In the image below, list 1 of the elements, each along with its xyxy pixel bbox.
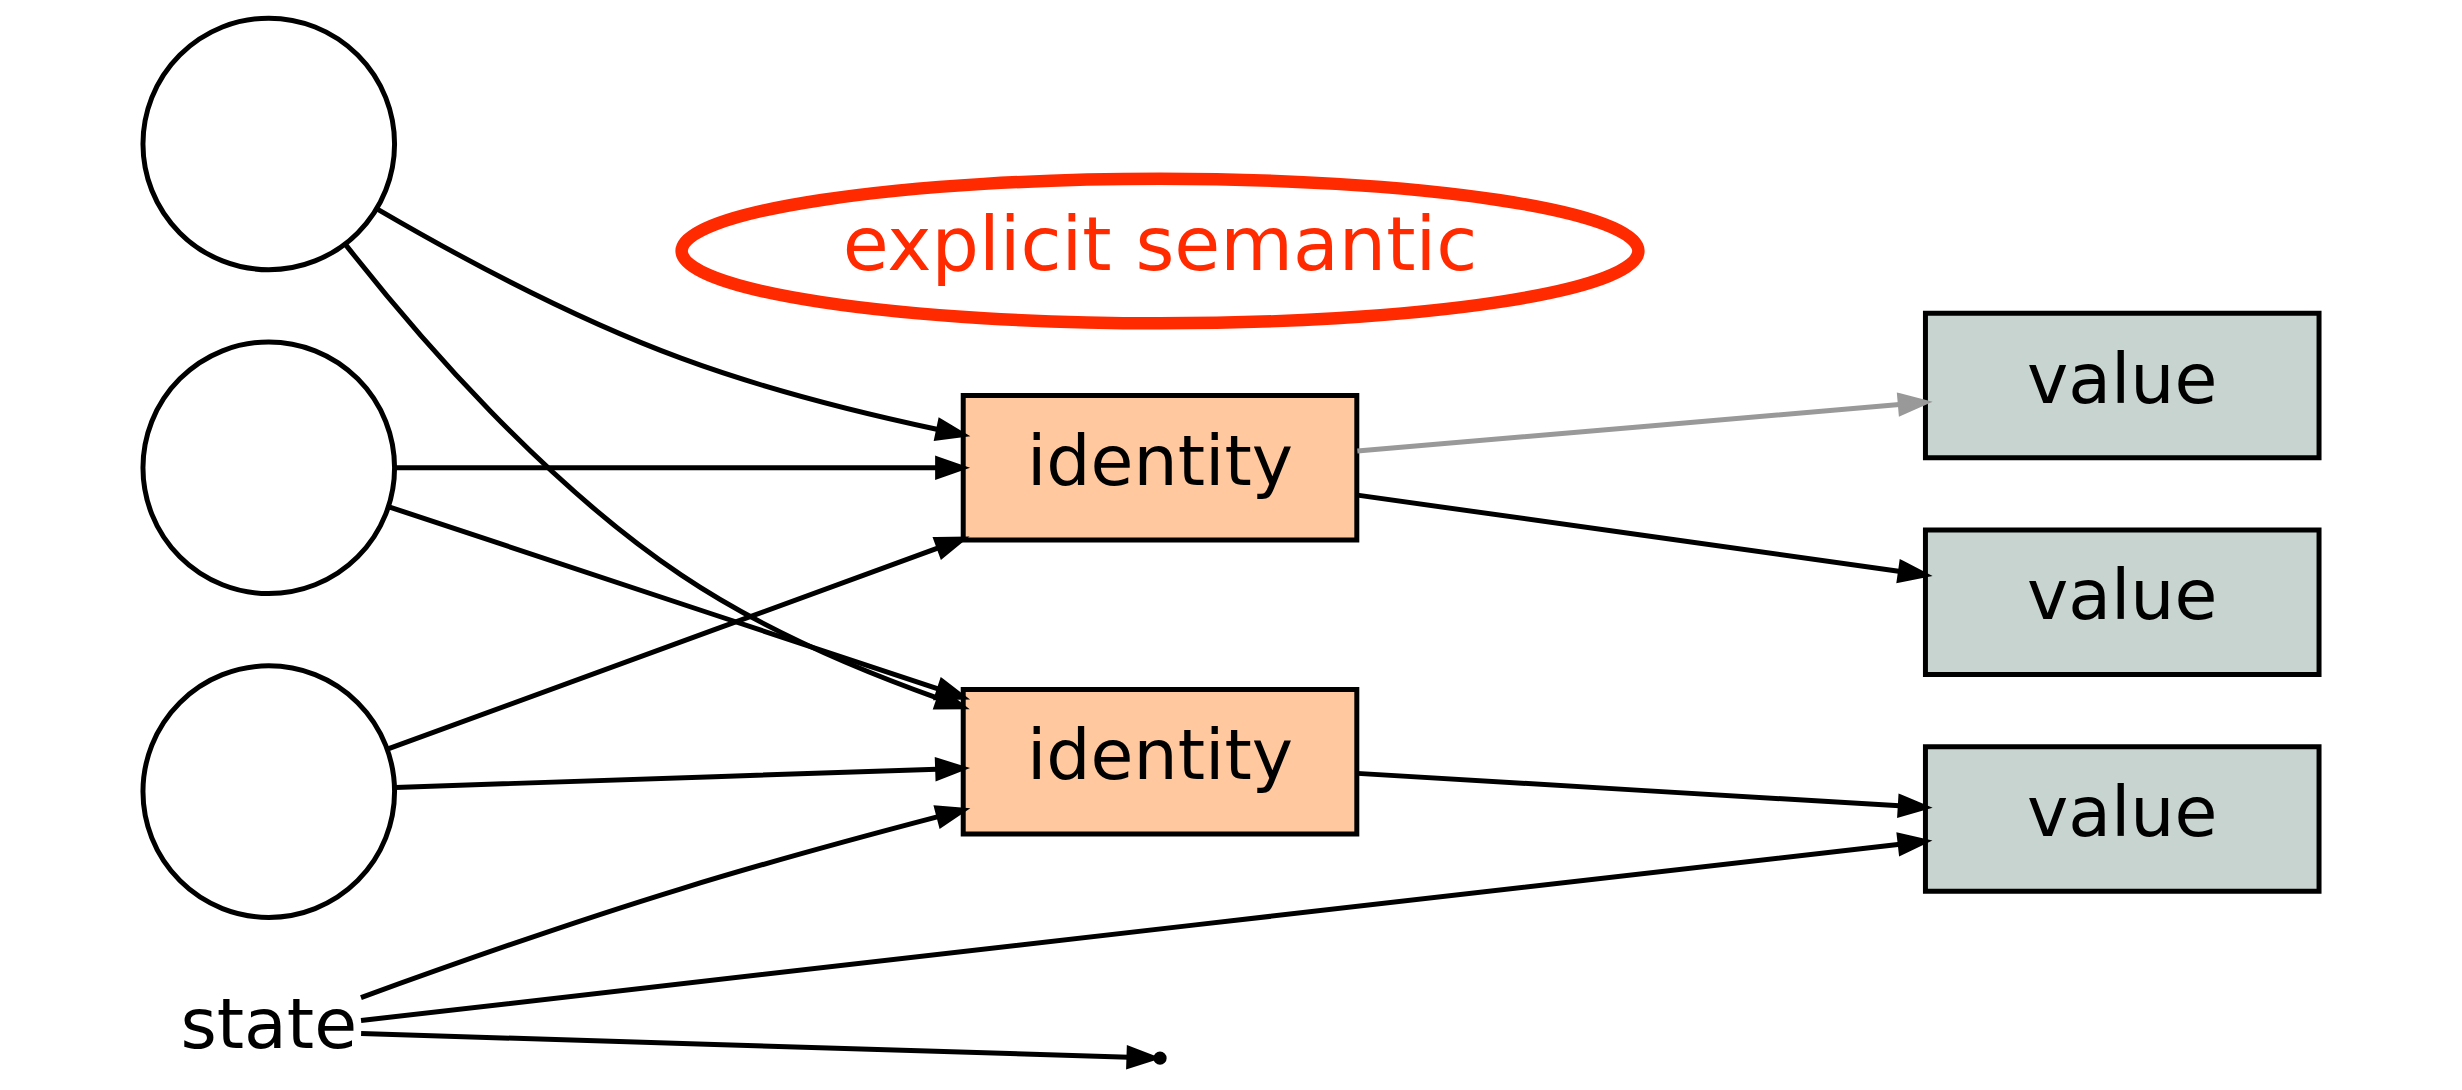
node-text: state <box>180 982 358 1064</box>
